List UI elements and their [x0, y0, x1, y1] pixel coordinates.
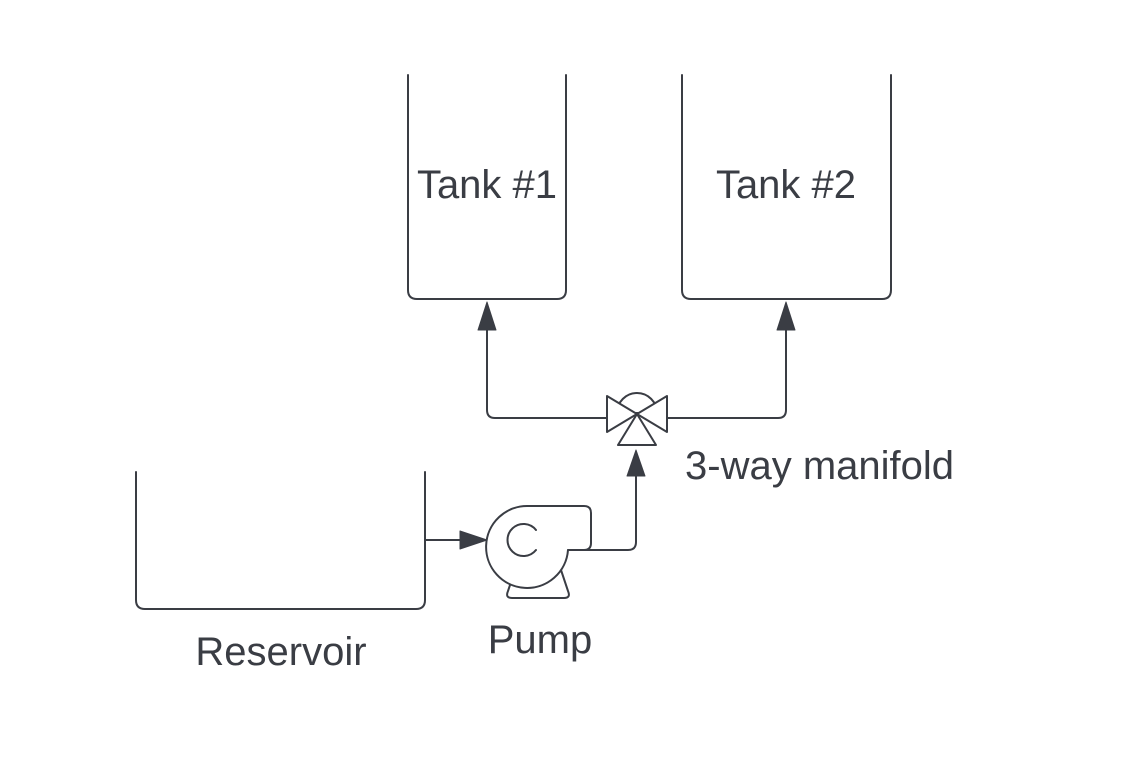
reservoir[interactable]: Reservoir	[135, 471, 426, 674]
arrowhead-pump-inlet	[459, 530, 488, 550]
arrowhead-tank-2-inlet	[776, 301, 796, 331]
manifold-label: 3-way manifold	[685, 444, 954, 488]
tank-2-label: Tank #2	[716, 163, 856, 207]
pipe-pump-to-manifold	[567, 449, 646, 551]
pipe-reservoir-to-pump	[424, 530, 488, 550]
pump-icon[interactable]: Pump	[485, 504, 593, 662]
tank-1-label: Tank #1	[417, 163, 557, 207]
arrowhead-tank-1-inlet	[477, 301, 497, 331]
three-way-valve-icon[interactable]	[606, 392, 668, 446]
arrowhead-manifold-inlet	[626, 449, 646, 477]
pipe-manifold-to-tank-2	[666, 301, 796, 419]
reservoir-label: Reservoir	[195, 630, 366, 674]
tank-2[interactable]: Tank #2	[681, 74, 892, 300]
pump-label: Pump	[488, 618, 593, 662]
tank-1[interactable]: Tank #1	[407, 74, 567, 300]
pipe-manifold-to-tank-1	[477, 301, 608, 419]
